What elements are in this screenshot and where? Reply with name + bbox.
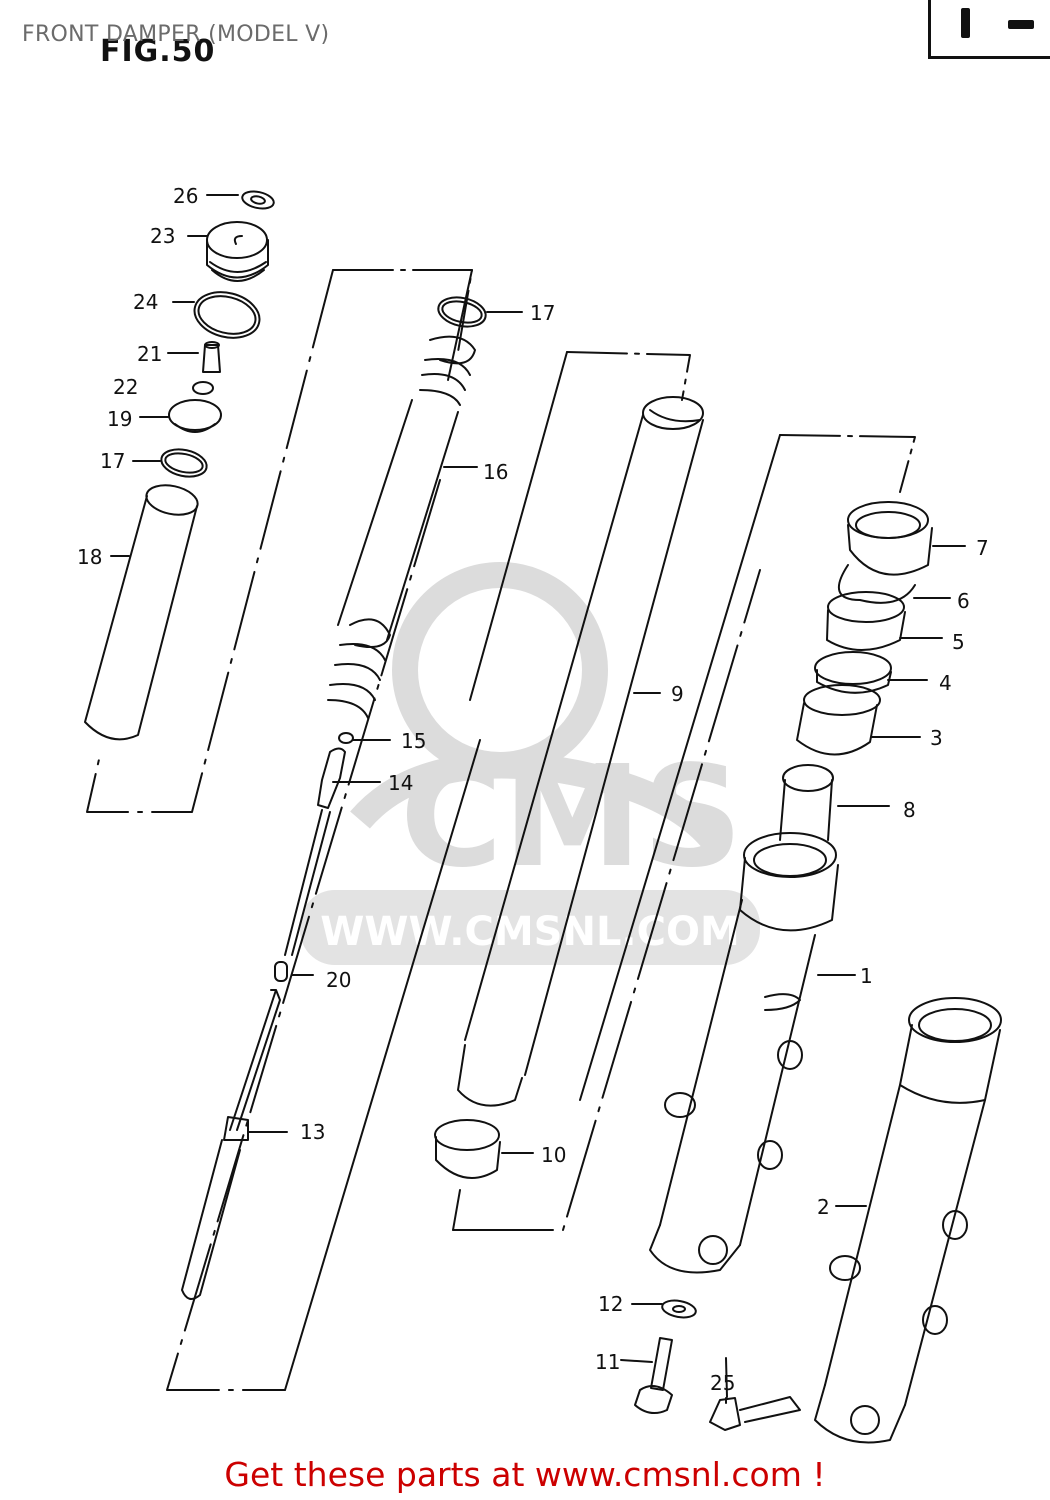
callout-3[interactable]: 3 bbox=[930, 726, 943, 750]
part-12-gasket bbox=[631, 1299, 697, 1319]
assembly-bracket-middle bbox=[452, 351, 761, 1231]
page-title: FRONT DAMPER (MODEL V) bbox=[22, 22, 330, 47]
callout-18[interactable]: 18 bbox=[77, 545, 103, 569]
callout-8[interactable]: 8 bbox=[903, 798, 916, 822]
callout-25[interactable]: 25 bbox=[710, 1371, 736, 1395]
part-13-damper-rod bbox=[181, 989, 288, 1300]
part-14-rod-end bbox=[284, 747, 381, 956]
part-7-dust-seal bbox=[847, 501, 966, 576]
assembly-bracket-inner bbox=[166, 479, 481, 1391]
callout-5[interactable]: 5 bbox=[952, 630, 965, 654]
callout-11[interactable]: 11 bbox=[595, 1350, 621, 1374]
callout-7[interactable]: 7 bbox=[976, 536, 989, 560]
callout-20[interactable]: 20 bbox=[326, 968, 352, 992]
callout-16[interactable]: 16 bbox=[483, 460, 509, 484]
part-4-oil-seal-washer bbox=[814, 651, 928, 694]
callout-10[interactable]: 10 bbox=[541, 1143, 567, 1167]
callout-23[interactable]: 23 bbox=[150, 224, 176, 248]
part-23-cap-bolt bbox=[187, 221, 269, 282]
section-marker bbox=[928, 0, 1050, 59]
callout-9[interactable]: 9 bbox=[671, 682, 684, 706]
part-3-guide-bush bbox=[796, 684, 921, 756]
watermark-url-pill bbox=[300, 890, 760, 965]
part-2-outer-tube-right bbox=[814, 997, 1002, 1444]
part-21-adjuster bbox=[167, 341, 221, 373]
part-9-inner-tube bbox=[457, 396, 704, 1107]
callout-4[interactable]: 4 bbox=[939, 671, 952, 695]
callout-26[interactable]: 26 bbox=[173, 184, 199, 208]
callout-14[interactable]: 14 bbox=[388, 771, 414, 795]
callout-12[interactable]: 12 bbox=[598, 1292, 624, 1316]
callout-13[interactable]: 13 bbox=[300, 1120, 326, 1144]
part-10-slide-bush bbox=[434, 1119, 534, 1179]
callout-17-left[interactable]: 17 bbox=[100, 449, 126, 473]
part-17-ring-left bbox=[132, 448, 208, 478]
callout-19[interactable]: 19 bbox=[107, 407, 133, 431]
part-19-spring-seat bbox=[139, 399, 222, 433]
part-6-stopper-ring bbox=[837, 564, 951, 604]
callout-17-top[interactable]: 17 bbox=[530, 301, 556, 325]
watermark-url-text: WWW.CMSNL.COM bbox=[320, 909, 740, 955]
part-5-oil-seal bbox=[826, 591, 943, 651]
callout-6[interactable]: 6 bbox=[957, 589, 970, 613]
section-marker-bar-vertical bbox=[961, 8, 970, 38]
part-1-outer-tube-left bbox=[649, 832, 856, 1274]
part-24-o-ring bbox=[172, 291, 261, 339]
part-26-washer bbox=[206, 190, 275, 210]
callout-1[interactable]: 1 bbox=[860, 964, 873, 988]
part-18-spacer-tube bbox=[84, 484, 199, 741]
part-8-oil-lock-piece bbox=[779, 764, 890, 841]
callout-2[interactable]: 2 bbox=[817, 1195, 830, 1219]
part-11-damper-rod-bolt bbox=[620, 1337, 673, 1415]
buy-parts-link[interactable]: Get these parts at www.cmsnl.com ! bbox=[224, 1455, 826, 1494]
part-22-o-ring bbox=[192, 381, 214, 395]
callout-24[interactable]: 24 bbox=[133, 290, 159, 314]
cms-watermark-logo: CMS WWW.CMSNL.COM bbox=[300, 562, 760, 965]
callout-15[interactable]: 15 bbox=[401, 729, 427, 753]
part-25-axle-pinch-bolt bbox=[709, 1357, 801, 1431]
part-15-ball bbox=[338, 732, 391, 744]
section-marker-bar-horizontal bbox=[1008, 20, 1034, 29]
part-20-lock-nut bbox=[274, 961, 314, 982]
figure-label: FIG.50 bbox=[100, 34, 216, 69]
callout-22[interactable]: 22 bbox=[113, 375, 139, 399]
part-17-ring-top bbox=[437, 296, 523, 328]
assembly-bracket-right bbox=[579, 434, 916, 1101]
part-16-fork-spring bbox=[327, 335, 478, 719]
callout-21[interactable]: 21 bbox=[137, 342, 163, 366]
